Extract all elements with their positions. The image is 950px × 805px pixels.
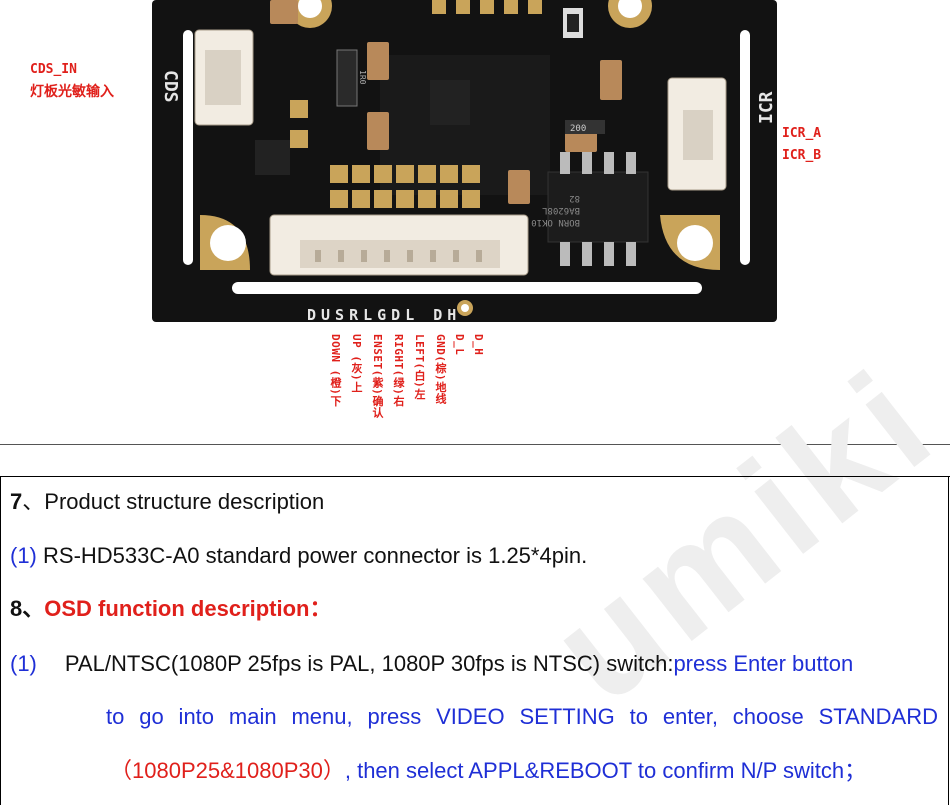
item-7-1: (1) RS-HD533C-A0 standard power connecto… [10,542,587,570]
section-divider [0,444,950,445]
section-8-separator: 、 [22,596,45,621]
section-8-title: OSD function description： [44,596,332,621]
section-8-heading: 8、OSD function description： [10,595,332,623]
section-8-number: 8 [10,596,23,621]
cds-in-cn-label: 灯板光敏输入 [30,84,114,100]
doc-border-top [0,476,950,477]
section-7-title: Product structure description [44,489,325,514]
section-7-heading: 7、Product structure description [10,488,324,516]
item-8-1-line-3: （1080P25&1080P30）, then select APPL&REBO… [110,757,866,785]
pin-label-right: RIGHT(绿)右 [392,334,405,407]
item-8-1-line-3-text: , then select APPL&REBOOT to confirm N/P… [344,758,867,783]
item-8-1-text-b: press Enter button [673,651,854,676]
pin-label-down: DOWN (橙)下 [329,334,342,407]
board-cds-text: CDS [160,70,181,103]
section-7-number: 7 [10,489,23,514]
board-pins-text: DUSRLGDL DH [307,306,461,324]
item-8-1-number: (1) [10,651,37,676]
pin-label-gnd: GND(棕)地线 [434,334,447,405]
pin-label-enset: ENSET(紫)确认 [371,334,384,419]
resistor-label-2: 200 [570,124,586,134]
doc-border-left [0,476,1,805]
chip-text: BORN OK10 [531,217,580,227]
section-7-separator: 、 [22,489,45,514]
item-8-1-line-1: (1) PAL/NTSC(1080P 25fps is PAL, 1080P 30… [10,650,853,678]
document-body [0,476,950,805]
pin-label-up: UP (灰)上 [350,334,363,393]
doc-border-right [948,476,949,805]
item-8-1-text-a: PAL/NTSC(1080P 25fps is PAL, 1080P 30fps… [64,651,674,676]
item-8-1-line-2: to go into main menu, press VIDEO SETTIN… [106,704,938,729]
board-icr-text: ICR [756,91,777,124]
pcb-board-image: CDS ICR DUSRLGDL DH BORN OK10 BA6208L 82… [152,0,777,324]
chip-text-3: 82 [569,193,580,203]
chip-text-2: BA6208L [542,205,580,215]
pin-label-left: LEFT(白)左 [413,334,426,400]
resistor-label: 1R0 [358,70,367,85]
product-photo: CDS ICR DUSRLGDL DH BORN OK10 BA6208L 82… [30,0,822,419]
item-8-1-standard-values: （1080P25&1080P30） [110,758,345,783]
icr-a-label: ICR_A [782,126,822,141]
pin-label-dh: D_H [472,334,485,356]
icr-b-label: ICR_B [782,148,822,163]
cds-in-label: CDS_IN [30,62,77,77]
item-7-1-text: RS-HD533C-A0 standard power connector is… [36,543,588,568]
pin-label-dl: D_L [453,334,466,356]
item-7-1-number: (1) [10,543,37,568]
